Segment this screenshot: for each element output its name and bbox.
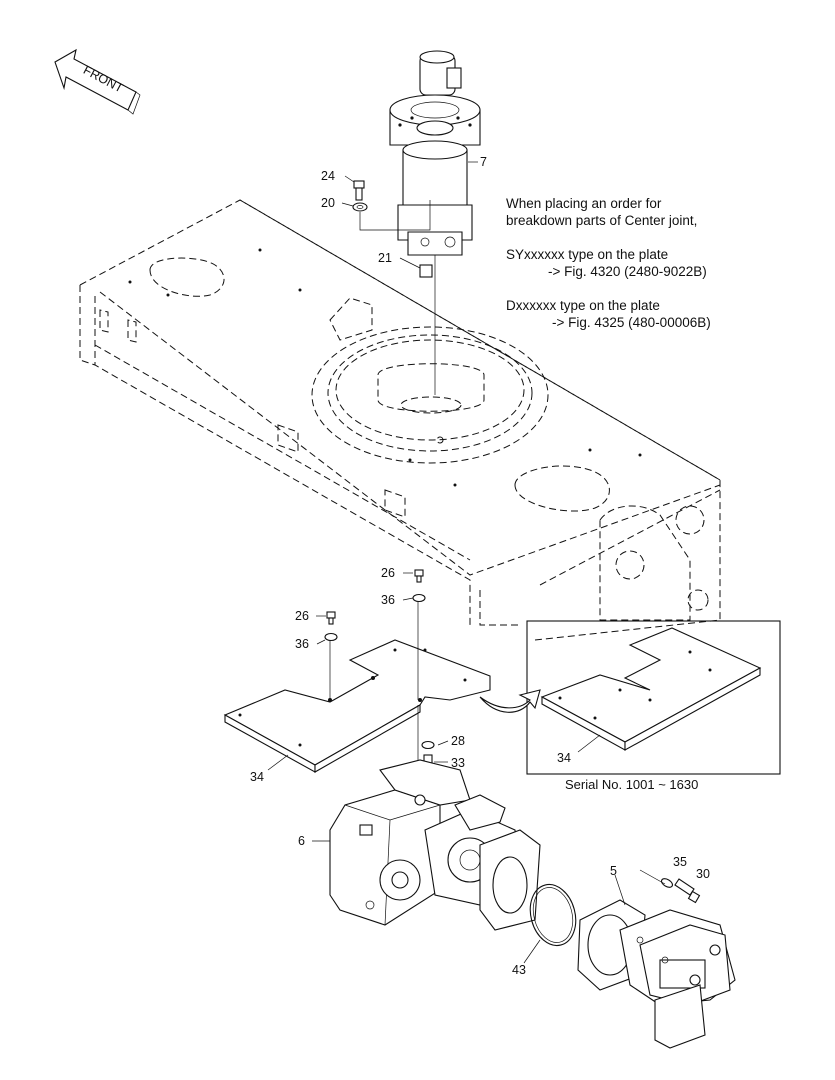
washer-35: [660, 878, 674, 888]
bolt-26-upper: [414, 569, 424, 583]
callout-28: 28: [451, 734, 465, 748]
callout-26-lower: 26: [295, 609, 309, 623]
front-arrow: FRONT: [54, 48, 141, 115]
callout-6: 6: [298, 834, 305, 848]
center-joint: [389, 50, 481, 256]
callout-43: 43: [512, 963, 526, 977]
callout-5: 5: [610, 864, 617, 878]
inset-box: [479, 620, 781, 775]
bolt-30: [674, 878, 701, 904]
callout-34: 34: [250, 770, 264, 784]
callout-21: 21: [378, 251, 392, 265]
callout-30: 30: [696, 867, 710, 881]
gearbox-5: [577, 899, 736, 1049]
pump-6: [329, 759, 541, 931]
washer-36-lower: [324, 632, 338, 642]
callout-36-upper: 36: [381, 593, 395, 607]
order-note: When placing an order for breakdown part…: [506, 195, 711, 331]
washer-28: [421, 740, 435, 750]
note-line-4: -> Fig. 4320 (2480-9022B): [548, 264, 707, 279]
note-line-2: breakdown parts of Center joint,: [506, 213, 698, 228]
inset-serial: Serial No. 1001 ~ 1630: [565, 777, 699, 792]
o-ring-43: [529, 883, 577, 947]
washer-20: [352, 202, 368, 212]
callout-33: 33: [451, 756, 465, 770]
bolt-24: [353, 180, 365, 201]
note-line-6: -> Fig. 4325 (480-00006B): [552, 315, 711, 330]
upper-frame: [79, 199, 721, 641]
washer-36-upper: [412, 593, 426, 603]
callout-24: 24: [321, 169, 335, 183]
leader-lines: [267, 161, 626, 964]
bolt-26-lower: [326, 611, 336, 625]
swing-bearing: [311, 326, 549, 464]
callout-26-upper: 26: [381, 566, 395, 580]
callouts: 7 24 20 21 26 36 26 36 34 28 33 6 5 35 3…: [250, 155, 710, 977]
callout-35: 35: [673, 855, 687, 869]
callout-20: 20: [321, 196, 335, 210]
note-line-5: Dxxxxxx type on the plate: [506, 298, 660, 313]
callout-7: 7: [480, 155, 487, 169]
note-line-3: SYxxxxxx type on the plate: [506, 247, 669, 262]
plate-34: [223, 639, 491, 773]
note-line-1: When placing an order for: [506, 196, 662, 211]
callout-36-lower: 36: [295, 637, 309, 651]
inset-callout-34: 34: [557, 751, 571, 765]
nut-21: [419, 264, 433, 278]
